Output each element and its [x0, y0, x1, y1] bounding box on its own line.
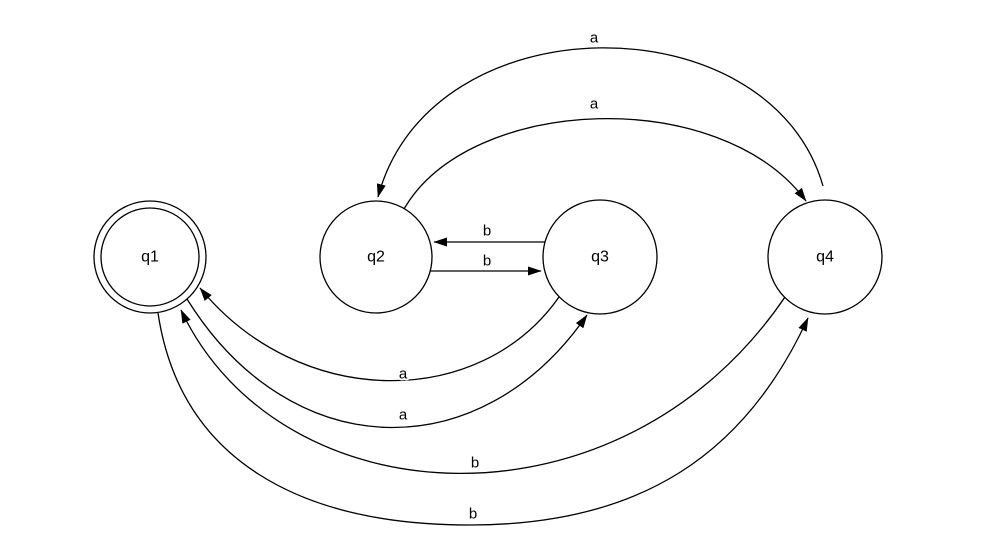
- transition-q2-q4: [403, 117, 807, 210]
- transition-q4-q1: [180, 296, 786, 475]
- edge-label-q3-q1: a: [399, 366, 408, 383]
- state-q4-circle: [767, 199, 883, 315]
- state-q4: q4: [767, 199, 883, 315]
- state-q1-label: q1: [141, 249, 159, 266]
- edge-label-q4-q1: b: [471, 455, 479, 472]
- state-q2-circle: [319, 200, 433, 314]
- edge-label-q2-q4: a: [590, 96, 599, 113]
- state-q1-inner-circle: [100, 207, 200, 307]
- transition-q4-q2: [376, 47, 824, 198]
- edge-label-q4-q2: a: [590, 30, 599, 47]
- edge-label-q2-q3: b: [483, 253, 491, 270]
- state-q4-label: q4: [816, 249, 834, 266]
- state-q3-circle: [542, 199, 658, 315]
- transition-q1-q4: [157, 312, 809, 526]
- state-q2-label: q2: [367, 249, 385, 266]
- transition-q1-q3: [186, 298, 588, 429]
- edge-label-q3-q2: b: [483, 223, 491, 240]
- state-q1: q1: [93, 200, 207, 314]
- state-q3: q3: [542, 199, 658, 315]
- edge-label-q1-q3: a: [399, 407, 408, 424]
- transition-q3-q1: [199, 287, 560, 382]
- state-q2: q2: [319, 200, 433, 314]
- edge-label-q1-q4: b: [469, 506, 477, 523]
- state-q3-label: q3: [591, 249, 609, 266]
